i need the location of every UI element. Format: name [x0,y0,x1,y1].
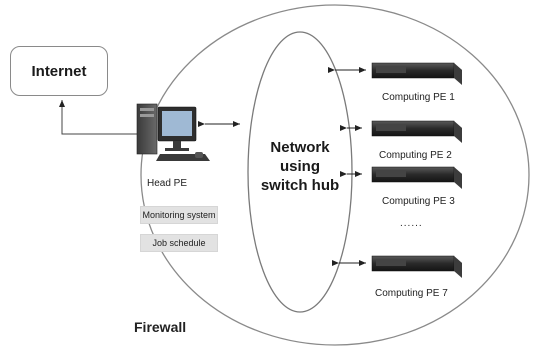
computing-pe-1-server-icon [371,62,462,85]
network-label-line-3: switch hub [260,177,340,194]
computing-pe-1-label: Computing PE 1 [382,92,455,103]
computing-pe-2-server-icon [371,120,462,143]
computing-pe-3-server-icon [371,166,462,189]
network-label-line-2: using [280,158,320,175]
more-pes-ellipsis: ...... [400,218,423,229]
computing-pe-7-server-icon [371,255,462,278]
network-label-line-1: Network [270,139,330,156]
head-pe-computer-icon [136,103,210,161]
monitoring-system-label: Monitoring system [142,210,216,220]
computing-pe-7-label: Computing PE 7 [375,288,448,299]
internet-label: Internet [31,62,87,80]
internet-link [59,100,150,135]
job-schedule-tag: Job schedule [140,234,218,252]
head-pe-label: Head PE [147,178,188,189]
monitoring-system-tag: Monitoring system [140,206,218,224]
computing-pe-3-label: Computing PE 3 [382,196,455,207]
computing-pe-2-label: Computing PE 2 [379,150,452,161]
firewall-boundary [140,4,530,346]
internet-box: Internet [10,46,108,96]
firewall-label: Firewall [134,319,187,335]
network-label: Network using switch hub [252,138,348,195]
job-schedule-label: Job schedule [152,238,206,248]
